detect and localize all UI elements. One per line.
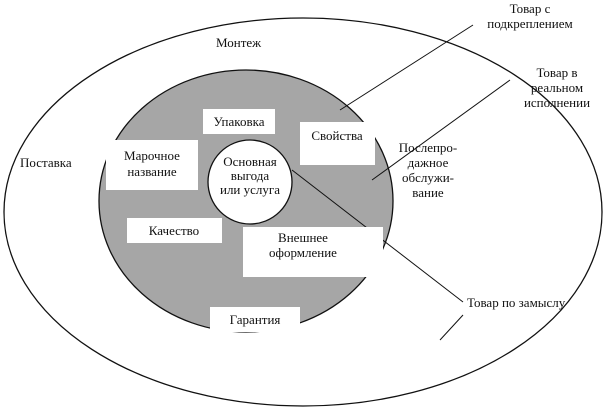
box-properties-label: Свойства: [311, 128, 363, 143]
leader-core-2: [439, 314, 464, 341]
box-packaging-label: Упаковка: [214, 114, 265, 129]
callout-actual-line-1: Товар в: [536, 65, 577, 80]
box-design-label-2: оформление: [269, 245, 337, 260]
box-quality: Качество: [127, 218, 222, 243]
box-design: Внешнее оформление: [243, 227, 383, 277]
box-properties: Свойства: [300, 122, 375, 165]
core-product-circle: [207, 139, 293, 225]
box-brand-label-2: название: [127, 164, 177, 179]
box-brand-label-1: Марочное: [124, 148, 180, 163]
callout-augmented-line-2: подкреплением: [487, 16, 572, 31]
after-sales-line-2: дажное: [408, 155, 449, 170]
after-sales-line-3: обслужи-: [402, 170, 454, 185]
leader-actual: [371, 79, 511, 181]
after-sales-line-1: Послепро-: [399, 140, 458, 155]
label-after-sales: Послепро- дажное обслужи- вание: [399, 140, 458, 200]
callout-augmented-product: Товар с подкреплением: [487, 1, 572, 31]
core-label-1: Основная: [223, 154, 276, 169]
leader-augmented: [339, 24, 474, 111]
label-installation: Монтеж: [216, 35, 262, 50]
box-packaging: Упаковка: [203, 109, 275, 134]
box-quality-label: Качество: [149, 223, 199, 238]
callout-actual-product: Товар в реальном исполнении: [524, 65, 590, 110]
box-warranty-label: Гарантия: [230, 312, 281, 327]
label-delivery: Поставка: [20, 155, 72, 170]
callout-augmented-line-1: Товар с: [510, 1, 551, 16]
callout-core-product: Товар по замыслу: [467, 295, 566, 310]
callout-actual-line-2: реальном: [531, 80, 583, 95]
box-brand-name: Марочное название: [106, 140, 198, 190]
callout-actual-line-3: исполнении: [524, 95, 590, 110]
core-label-2: выгода: [231, 168, 270, 183]
box-warranty: Гарантия: [210, 307, 300, 332]
after-sales-line-4: вание: [412, 185, 444, 200]
core-label-3: или услуга: [220, 182, 280, 197]
box-design-label-1: Внешнее: [278, 230, 328, 245]
